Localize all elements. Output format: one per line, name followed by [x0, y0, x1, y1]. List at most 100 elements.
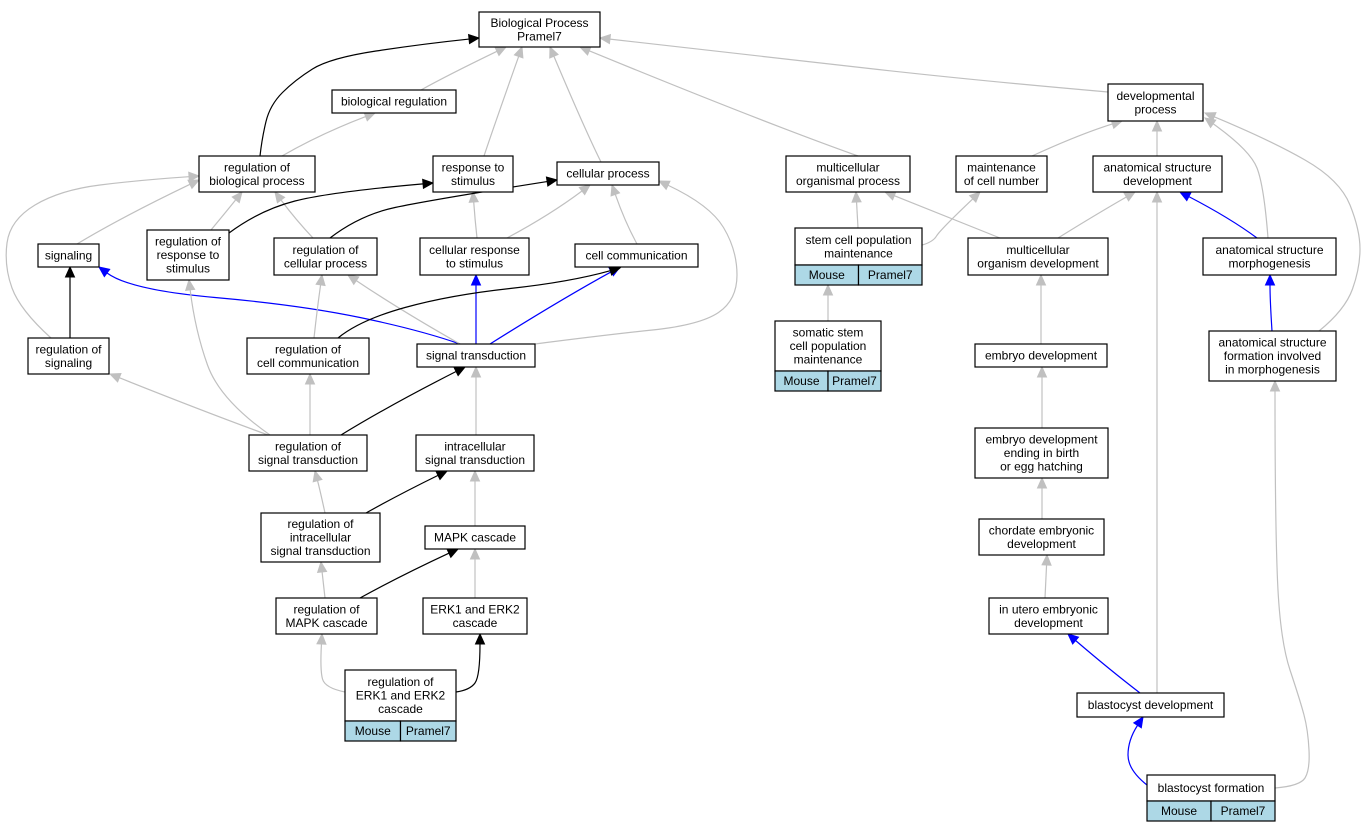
go-term-signal-transduction[interactable]: signal transduction: [416, 343, 536, 368]
term-box: [331, 89, 457, 114]
edge-regst-to-sigtrans: [340, 366, 467, 436]
term-label-line: process: [1134, 102, 1176, 116]
go-term-cellular-process[interactable]: cellular process: [556, 161, 660, 186]
term-label-line: anatomical structure: [1218, 336, 1326, 350]
arrowhead: [304, 372, 316, 385]
arrowhead: [578, 184, 591, 196]
go-term-signaling[interactable]: signaling: [37, 243, 100, 268]
term-box: [974, 343, 1108, 368]
term-box: [275, 597, 378, 635]
term-box: [273, 237, 378, 276]
edge-regcc-to-cellcomm: [337, 265, 622, 339]
term-label-line: morphogenesis: [1228, 256, 1310, 270]
arrowhead: [312, 469, 323, 483]
term-box: [1092, 155, 1223, 193]
arrowhead: [513, 45, 524, 59]
arrowhead: [1036, 365, 1048, 378]
edge-line: [894, 195, 1001, 239]
edge-line: [473, 201, 478, 239]
arrowhead: [545, 176, 559, 187]
arrowhead: [1264, 273, 1276, 286]
edge-line: [506, 190, 583, 239]
edge-line: [1044, 564, 1048, 599]
go-term-cell-communication[interactable]: cell communication: [574, 243, 699, 268]
edge-regerk-to-erk: [455, 632, 486, 693]
term-box: [556, 161, 660, 186]
go-term-mapk-cascade[interactable]: MAPK cascade: [424, 525, 526, 550]
arrowhead: [1269, 379, 1281, 392]
annotation-label: Mouse: [809, 268, 845, 282]
edge-regbp-to-breg: [281, 111, 377, 157]
go-term-biological-regulation[interactable]: biological regulation: [331, 89, 457, 114]
term-label-line: in utero embryonic: [999, 602, 1098, 616]
arrowhead: [968, 191, 981, 204]
go-term-embryo-development[interactable]: embryo development: [974, 343, 1108, 368]
term-label-line: multicellular: [816, 160, 879, 174]
term-label-line: cell communication: [257, 356, 359, 370]
edge-multidev-to-asd: [1057, 191, 1137, 239]
edge-sigtrans-to-regcp: [346, 274, 461, 345]
term-label-line: development: [1007, 537, 1076, 551]
term-label-line: regulation of: [293, 602, 360, 616]
term-box: [974, 427, 1109, 479]
arrowhead: [470, 365, 482, 378]
term-box: [574, 243, 699, 268]
edge-line: [5, 176, 190, 339]
edge-line: [340, 370, 457, 436]
term-label-line: organism development: [977, 256, 1099, 270]
arrowhead: [610, 183, 621, 197]
go-term-blastocyst-development[interactable]: blastocyst development: [1076, 692, 1225, 718]
term-box: [146, 229, 230, 281]
term-label-line: maintenance: [794, 353, 863, 367]
edge-line: [1269, 284, 1273, 332]
edge-line: [489, 271, 612, 345]
annotation-label: Pramel7: [406, 724, 451, 738]
edge-cellcomm-to-cellproc: [610, 183, 638, 245]
edge-regst-to-regsig: [108, 373, 269, 436]
term-label-line: multicellular: [1006, 243, 1069, 257]
term-box: [794, 227, 923, 266]
arrowhead: [185, 278, 196, 292]
term-box: [955, 155, 1048, 193]
arrowhead: [446, 548, 460, 559]
edge-regst-to-regcc: [304, 372, 316, 435]
edge-regresp-to-regbp: [210, 191, 243, 231]
term-label-line: somatic stem: [793, 326, 864, 340]
term-label-line: maintenance: [824, 246, 893, 260]
edge-regresp-to-resp: [228, 178, 435, 234]
arrowhead: [1151, 119, 1163, 132]
edge-line: [855, 201, 859, 229]
edge-intra-to-sigtrans: [470, 365, 482, 435]
term-box: [416, 343, 536, 368]
term-label-line: regulation of: [287, 517, 354, 531]
edge-line: [553, 55, 602, 163]
edge-stemcell-to-multiproc: [851, 190, 862, 229]
